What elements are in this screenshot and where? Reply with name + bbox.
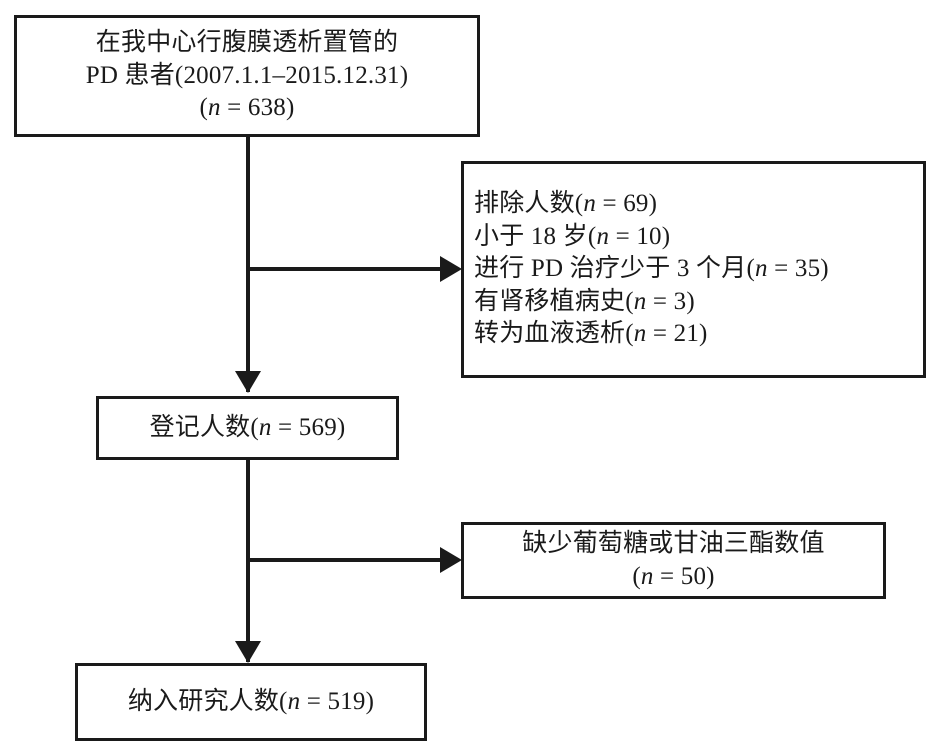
node-missing-values-exclusion-text: 缺少葡萄糖或甘油三酯数值 (n = 50) (474, 528, 873, 593)
node-missing-values-exclusion-line-1: 缺少葡萄糖或甘油三酯数值 (522, 530, 825, 557)
node-final-cohort-text: 纳入研究人数(n = 519) (88, 686, 414, 719)
node-exclusion-criteria-line-3: 进行 PD 治疗少于 3 个月(n = 35) (474, 255, 829, 283)
node-registered-cohort: 登记人数(n = 569) (96, 396, 399, 460)
node-source-cohort-text: 在我中心行腹膜透析置管的 PD 患者(2007.1.1–2015.12.31) … (27, 27, 467, 125)
node-missing-values-exclusion: 缺少葡萄糖或甘油三酯数值 (n = 50) (461, 522, 886, 599)
connector-branch-to-missing-values (246, 558, 458, 562)
node-final-cohort: 纳入研究人数(n = 519) (75, 663, 427, 741)
node-missing-values-exclusion-line-2: (n = 50) (632, 562, 715, 590)
arrowhead-right-icon-to-missing-values (440, 547, 462, 573)
connector-branch-to-exclusion-criteria (246, 267, 458, 271)
node-source-cohort-line-1: 在我中心行腹膜透析置管的 (95, 29, 399, 57)
arrowhead-right-icon-to-exclusion-criteria (440, 256, 462, 282)
connector-source-to-registered (246, 137, 250, 392)
node-registered-cohort-line-1: 登记人数(n = 569) (149, 413, 346, 441)
node-source-cohort-line-2: PD 患者(2007.1.1–2015.12.31) (85, 61, 409, 89)
node-exclusion-criteria-text: 排除人数(n = 69) 小于 18 岁(n = 10) 进行 PD 治疗少于 … (474, 188, 913, 351)
node-exclusion-criteria-line-2: 小于 18 岁(n = 10) (474, 222, 671, 250)
node-source-cohort-line-3: (n = 638) (199, 94, 295, 122)
node-source-cohort: 在我中心行腹膜透析置管的 PD 患者(2007.1.1–2015.12.31) … (14, 15, 480, 137)
arrowhead-down-icon-to-final (235, 641, 261, 663)
arrowhead-down-icon-to-registered (235, 371, 261, 393)
node-exclusion-criteria-line-1: 排除人数(n = 69) (474, 190, 658, 218)
node-exclusion-criteria-line-5: 转为血液透析(n = 21) (474, 320, 708, 348)
node-final-cohort-line-1: 纳入研究人数(n = 519) (127, 687, 375, 715)
node-registered-cohort-text: 登记人数(n = 569) (109, 412, 386, 445)
node-exclusion-criteria: 排除人数(n = 69) 小于 18 岁(n = 10) 进行 PD 治疗少于 … (461, 161, 926, 378)
node-exclusion-criteria-line-4: 有肾移植病史(n = 3) (474, 287, 695, 315)
